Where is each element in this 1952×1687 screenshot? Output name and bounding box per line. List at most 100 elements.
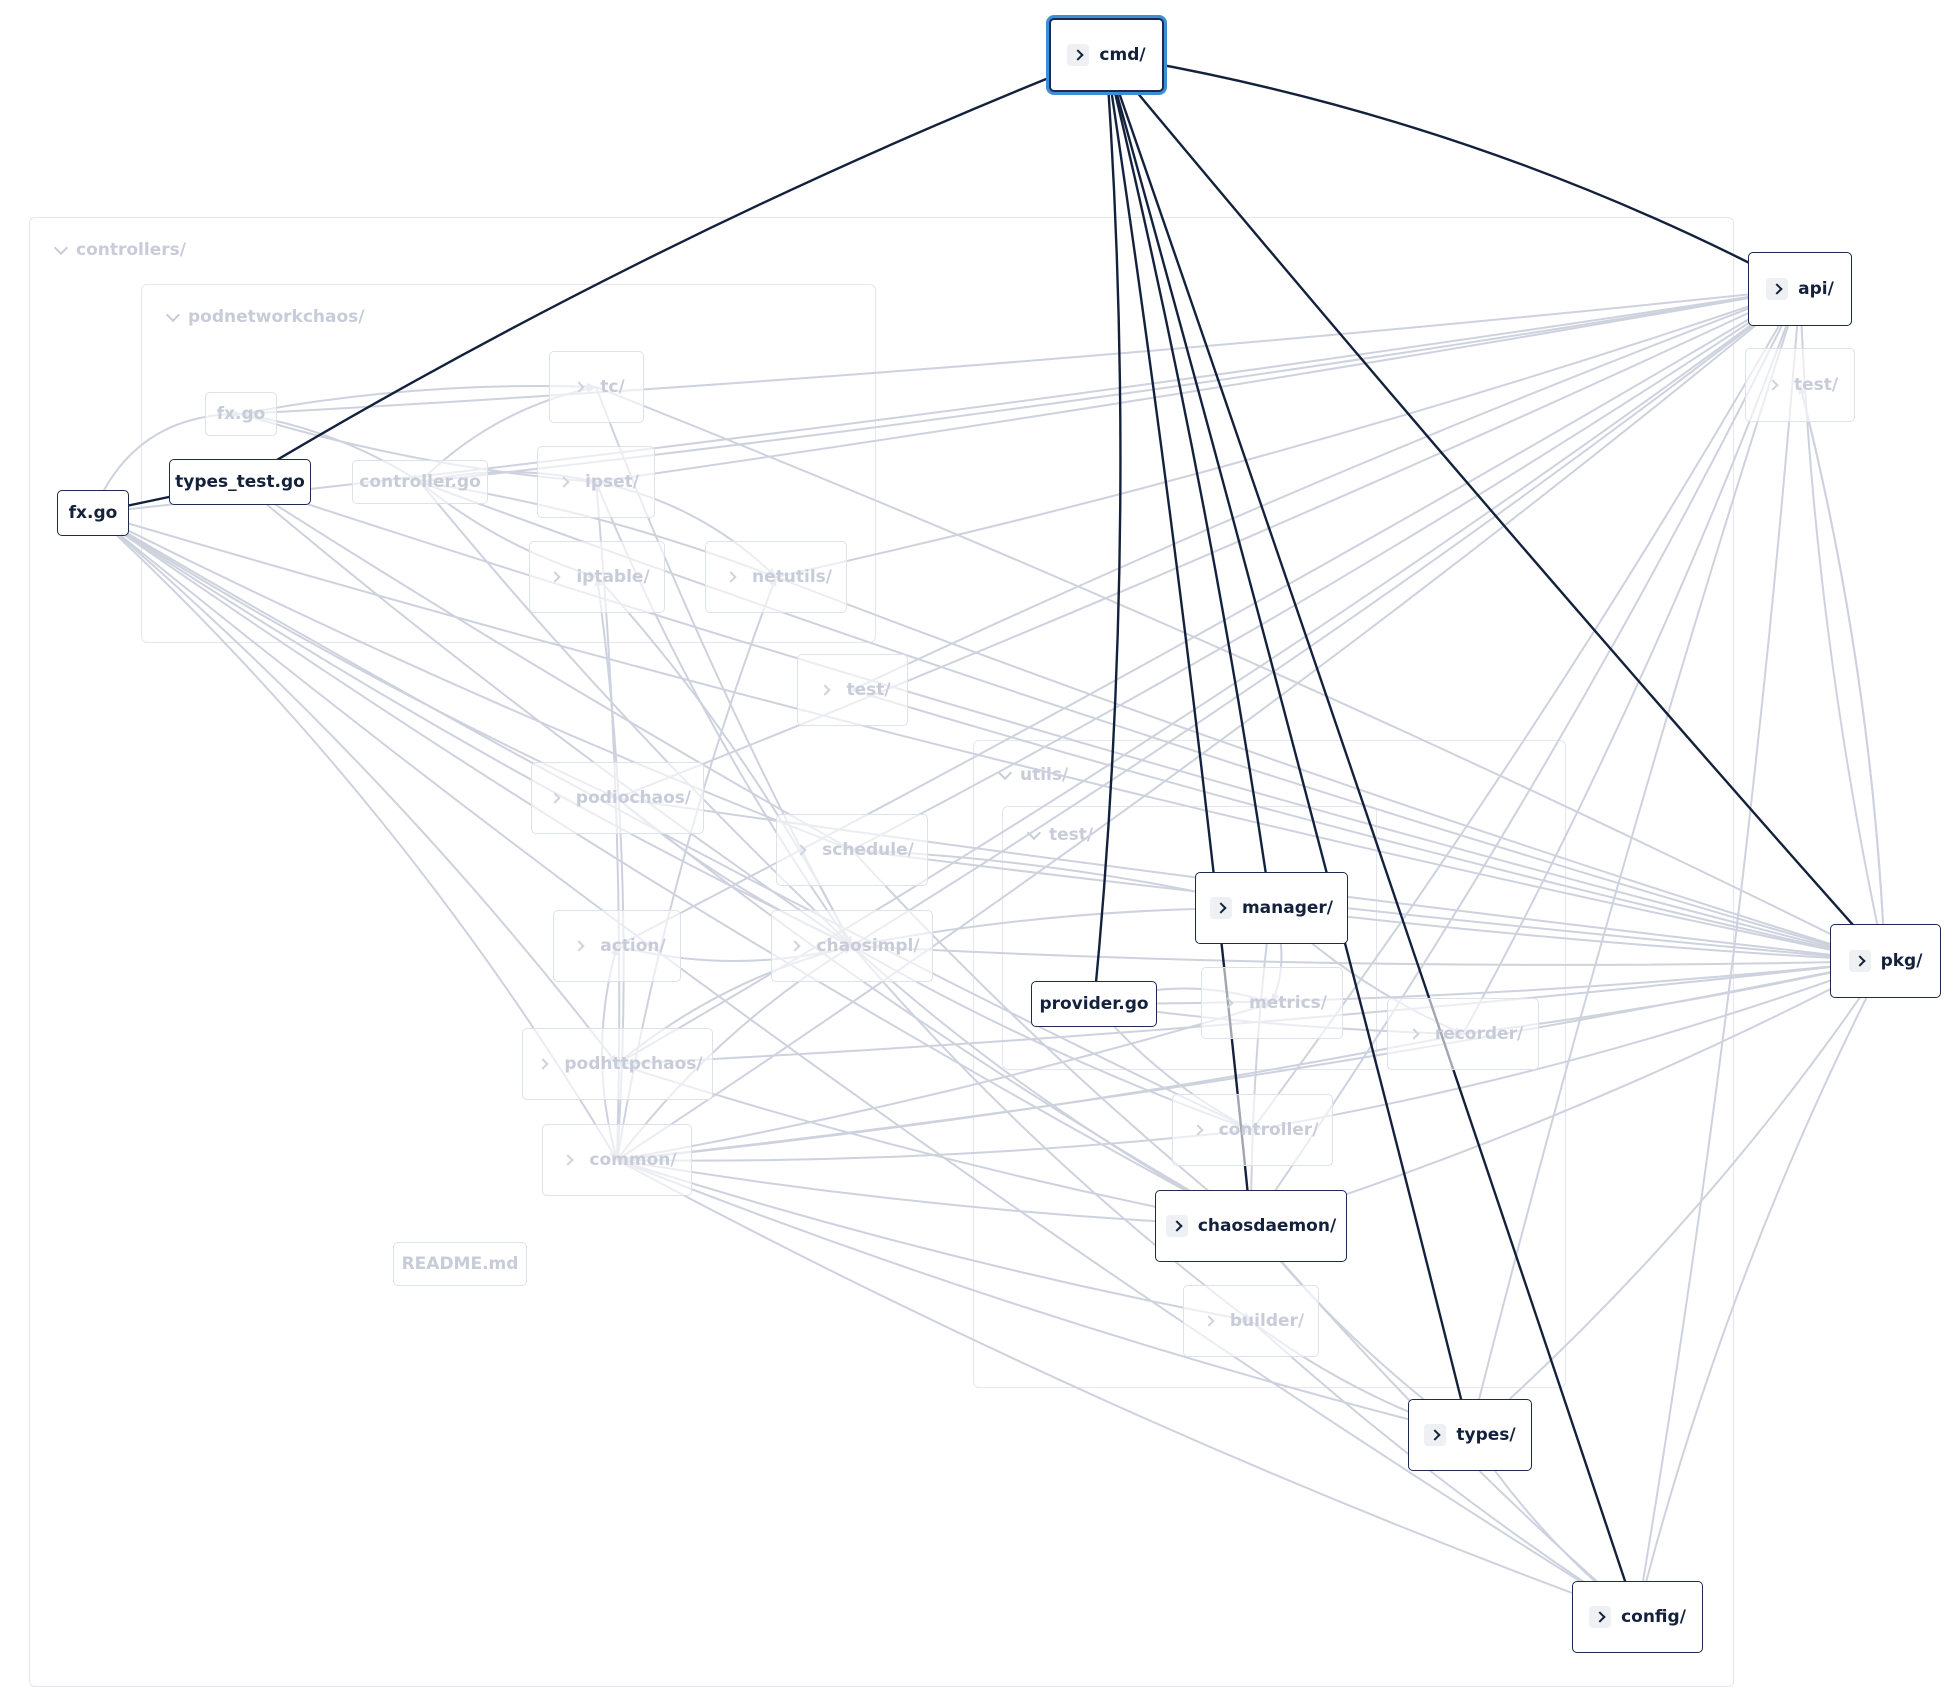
edge-chaosimpl-to-api: [851, 288, 1801, 947]
edge-cmd-to-config: [1104, 54, 1639, 1618]
chevron-right-icon[interactable]: [532, 1053, 554, 1075]
node-builder[interactable]: builder/: [1183, 1285, 1319, 1357]
edge-ctrl_test-to-api: [851, 288, 1801, 691]
chevron-right-icon[interactable]: [544, 566, 566, 588]
node-utils-controller-label: controller/: [1218, 1120, 1319, 1140]
chevron-right-icon[interactable]: [790, 839, 812, 861]
group-controllers-label: controllers/: [76, 240, 186, 260]
node-schedule[interactable]: schedule/: [776, 814, 928, 886]
edge-types-to-api: [1469, 288, 1802, 1436]
node-types-test-label: types_test.go: [175, 472, 305, 492]
node-podhttpchaos[interactable]: podhttpchaos/: [522, 1028, 713, 1100]
edge-ctrl_test-to-pkg: [851, 689, 1886, 963]
group-utils-header[interactable]: utils/: [997, 765, 1069, 785]
node-controller-go[interactable]: controller.go: [352, 460, 488, 504]
chevron-right-icon[interactable]: [1848, 950, 1871, 972]
node-ipset[interactable]: ipset/: [537, 446, 655, 518]
chevron-right-icon[interactable]: [544, 787, 566, 809]
node-pkg[interactable]: pkg/: [1830, 924, 1941, 998]
chevron-right-icon[interactable]: [1187, 1119, 1209, 1141]
node-fx-inner[interactable]: fx.go: [205, 392, 277, 436]
node-iptable[interactable]: iptable/: [529, 541, 665, 613]
node-config[interactable]: config/: [1572, 1581, 1703, 1653]
node-metrics[interactable]: metrics/: [1201, 967, 1343, 1039]
node-schedule-label: schedule/: [822, 840, 914, 860]
group-utils-label: utils/: [1020, 765, 1069, 785]
edge-netutils-to-pkg: [775, 576, 1886, 963]
node-recorder[interactable]: recorder/: [1387, 998, 1539, 1070]
node-controllers-test[interactable]: test/: [797, 654, 908, 726]
edge-fx_inner-to-tc: [240, 382, 597, 415]
node-utils-controller[interactable]: controller/: [1172, 1094, 1333, 1166]
group-podnetworkchaos-header[interactable]: podnetworkchaos/: [165, 307, 365, 327]
node-types-test[interactable]: types_test.go: [169, 459, 311, 505]
node-common[interactable]: common/: [542, 1124, 692, 1196]
edge-chaosdaemon-to-api: [1250, 288, 1801, 1227]
edge-cmd-to-pkg: [1105, 54, 1886, 962]
node-fx-outer[interactable]: fx.go: [57, 490, 129, 536]
node-provider[interactable]: provider.go: [1031, 981, 1157, 1027]
node-chaosimpl[interactable]: chaosimpl/: [771, 910, 933, 982]
chevron-right-icon[interactable]: [1165, 1215, 1188, 1237]
chevron-right-icon[interactable]: [1403, 1023, 1425, 1045]
node-api[interactable]: api/: [1748, 252, 1852, 326]
node-readme[interactable]: README.md: [393, 1242, 527, 1286]
node-podiochaos[interactable]: podiochaos/: [531, 762, 704, 834]
chevron-right-icon[interactable]: [784, 935, 806, 957]
chevron-right-icon[interactable]: [1589, 1606, 1612, 1628]
chevron-right-icon[interactable]: [553, 471, 575, 493]
node-controller-go-label: controller.go: [359, 472, 481, 492]
edge-fx_outer-to-config: [92, 512, 1638, 1618]
chevron-right-icon[interactable]: [1217, 992, 1239, 1014]
node-api-test-label: test/: [1793, 375, 1839, 395]
node-readme-label: README.md: [401, 1254, 519, 1274]
edge-chaosimpl-to-builder: [851, 945, 1252, 1322]
node-api-label: api/: [1798, 279, 1834, 299]
node-types-label: types/: [1456, 1425, 1516, 1445]
edge-netutils-to-api: [775, 288, 1801, 578]
chevron-right-icon[interactable]: [1762, 374, 1784, 396]
node-netutils[interactable]: netutils/: [705, 541, 847, 613]
chevron-right-icon[interactable]: [1424, 1424, 1447, 1446]
node-api-test[interactable]: test/: [1745, 348, 1855, 422]
edge-cmd-to-api: [1105, 53, 1801, 291]
chevron-right-icon[interactable]: [557, 1149, 579, 1171]
node-provider-label: provider.go: [1039, 994, 1149, 1014]
group-controllers-header[interactable]: controllers/: [53, 240, 186, 260]
node-fx-outer-label: fx.go: [68, 503, 118, 523]
node-builder-label: builder/: [1229, 1311, 1305, 1331]
chevron-right-icon[interactable]: [568, 935, 590, 957]
group-podnetworkchaos-label: podnetworkchaos/: [188, 307, 365, 327]
chevron-right-icon[interactable]: [1067, 44, 1090, 66]
edge-types_test-to-schedule: [239, 481, 853, 851]
edge-schedule-to-pkg: [851, 849, 1886, 965]
edge-types_test-to-chaosimpl: [239, 481, 853, 947]
chevron-right-icon[interactable]: [814, 679, 836, 701]
node-manager[interactable]: manager/: [1195, 872, 1348, 944]
edge-config-to-pkg: [1636, 960, 1886, 1618]
group-podnetworkchaos[interactable]: podnetworkchaos/: [141, 284, 876, 643]
edge-cmd-to-types: [1104, 54, 1473, 1436]
edge-common-to-metrics: [616, 1001, 1273, 1161]
node-podhttpchaos-label: podhttpchaos/: [564, 1054, 703, 1074]
edge-schedule-to-api: [851, 288, 1801, 851]
edge-chaosimpl-to-pkg: [851, 945, 1886, 966]
group-utils[interactable]: utils/: [973, 740, 1566, 1388]
edge-manager-to-chaosdaemon: [1247, 907, 1272, 1227]
node-action[interactable]: action/: [553, 910, 681, 982]
chevron-right-icon[interactable]: [1209, 897, 1232, 919]
chevron-right-icon[interactable]: [568, 376, 590, 398]
edge-fx_outer-to-schedule: [92, 512, 853, 851]
node-types[interactable]: types/: [1408, 1399, 1532, 1471]
node-cmd[interactable]: cmd/: [1049, 18, 1164, 92]
node-ipset-label: ipset/: [585, 472, 639, 492]
node-chaosdaemon[interactable]: chaosdaemon/: [1155, 1190, 1347, 1262]
chevron-right-icon[interactable]: [720, 566, 742, 588]
edge-api_test-to-pkg: [1799, 384, 1889, 962]
chevron-right-icon[interactable]: [1766, 278, 1789, 300]
node-tc[interactable]: tc/: [549, 351, 644, 423]
chevron-right-icon[interactable]: [1198, 1310, 1220, 1332]
edge-fx_outer-to-chaosdaemon: [92, 512, 1252, 1227]
